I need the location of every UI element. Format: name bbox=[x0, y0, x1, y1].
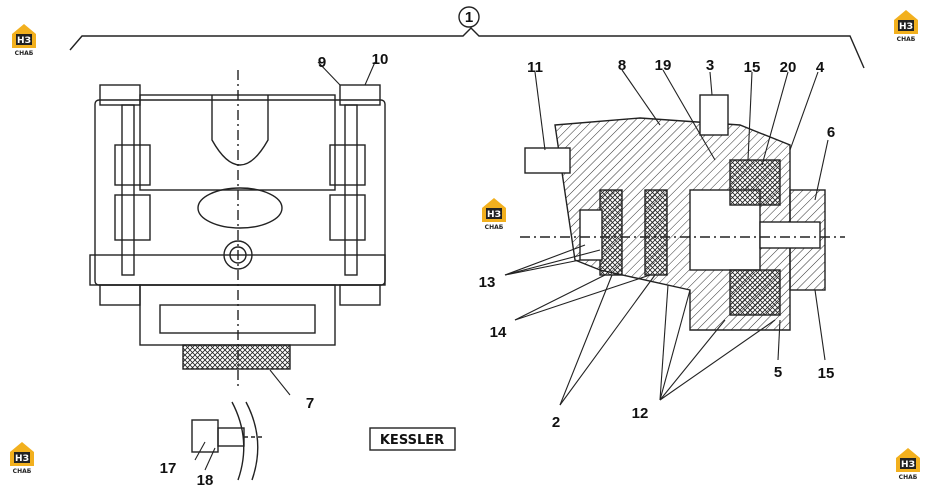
callout-20: 20 bbox=[780, 59, 797, 76]
callout-1: 1 bbox=[465, 9, 473, 26]
callout-15-bottom: 15 bbox=[818, 365, 835, 382]
callout-12: 12 bbox=[632, 405, 649, 422]
callout-3: 3 bbox=[706, 57, 714, 74]
leader-lines bbox=[194, 61, 829, 471]
svg-text:СНАБ: СНАБ bbox=[13, 468, 32, 475]
svg-text:СНАБ: СНАБ bbox=[15, 50, 34, 57]
watermark-logo-center: НЗ СНАБ bbox=[482, 198, 506, 231]
callout-labels: 1 9 10 7 11 8 19 3 15 20 4 6 13 14 2 12 … bbox=[160, 9, 836, 489]
callout-4: 4 bbox=[816, 59, 825, 76]
caliper-section-view bbox=[520, 94, 845, 331]
callout-8: 8 bbox=[618, 57, 626, 74]
callout-2: 2 bbox=[552, 414, 560, 431]
callout-17: 17 bbox=[160, 460, 177, 477]
fitting-detail bbox=[191, 401, 262, 481]
callout-11: 11 bbox=[527, 59, 543, 76]
svg-text:НЗ: НЗ bbox=[17, 36, 31, 46]
svg-text:НЗ: НЗ bbox=[487, 210, 501, 220]
svg-text:НЗ: НЗ bbox=[901, 460, 915, 470]
callout-6: 6 bbox=[827, 124, 835, 141]
callout-18: 18 bbox=[197, 472, 214, 489]
brake-pad-strip bbox=[182, 344, 291, 370]
callout-10: 10 bbox=[372, 51, 389, 68]
svg-text:СНАБ: СНАБ bbox=[485, 224, 504, 231]
watermark-logo-top-left: НЗ СНАБ bbox=[12, 24, 36, 57]
svg-text:СНАБ: СНАБ bbox=[897, 36, 916, 43]
svg-text:НЗ: НЗ bbox=[15, 454, 29, 464]
callout-13: 13 bbox=[479, 274, 496, 291]
callout-5: 5 bbox=[774, 364, 782, 381]
svg-text:СНАБ: СНАБ bbox=[899, 474, 918, 481]
watermark-logo-top-right: НЗ СНАБ bbox=[894, 10, 918, 43]
caliper-front-view bbox=[89, 70, 386, 390]
callout-15-top: 15 bbox=[744, 59, 761, 76]
callout-14: 14 bbox=[490, 324, 507, 341]
brand-box bbox=[369, 427, 456, 451]
brand-label: KESSLER bbox=[380, 433, 444, 448]
callout-9: 9 bbox=[318, 54, 326, 71]
watermark-logo-bottom-right: НЗ СНАБ bbox=[896, 448, 920, 481]
svg-text:НЗ: НЗ bbox=[899, 22, 913, 32]
callout-19: 19 bbox=[655, 57, 672, 74]
callout-7: 7 bbox=[306, 395, 314, 412]
watermark-logo-bottom-left: НЗ СНАБ bbox=[10, 442, 34, 475]
assembly-bracket bbox=[69, 6, 865, 69]
